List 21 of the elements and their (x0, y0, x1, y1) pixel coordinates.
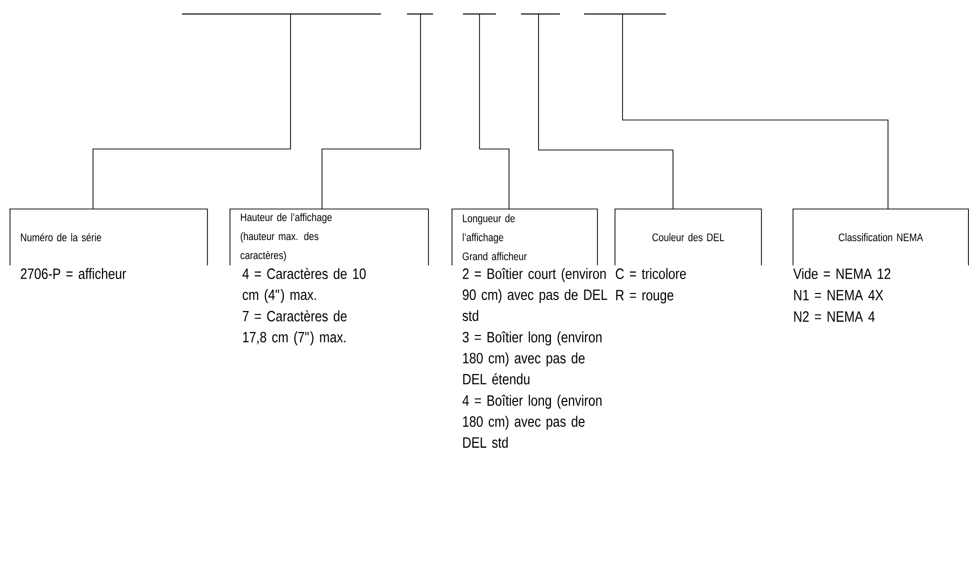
description-text: 3 = Boîtier long (environ 180 cm) avec pas de DEL étendu (462, 331, 602, 384)
description-text: R = rouge (616, 290, 674, 304)
category-box: Couleur des DEL (614, 208, 762, 266)
connector-line (538, 14, 674, 210)
description-text: N1 = NEMA 4X (794, 290, 884, 300)
description-text: 7 = Caractères de 17,8 cm (7") max. (242, 310, 347, 346)
connector-line (622, 14, 888, 210)
description-text: 2 = Boîtier court (environ 90 cm) avec pas de DEL std (462, 268, 608, 322)
category-box: Classification NEMA (792, 208, 969, 266)
category-box: Numéro de la série (10, 208, 208, 266)
category-box: Longueur de l’affichage Grand afficheur (452, 208, 598, 266)
description-text: 4 = Caractères de 10 cm (4") max. (242, 268, 366, 303)
connector-line (92, 14, 291, 210)
connector-line (322, 14, 421, 210)
connector-line (479, 14, 510, 210)
category-box: Hauteur de l’affichage (hauteur max. des caractères) (230, 208, 429, 266)
description-text: 2706-P = afficheur (20, 268, 126, 280)
description-text: N2 = NEMA 4 (794, 311, 875, 322)
description-text: C = tricolore (616, 268, 686, 280)
description-text: 4 = Boîtier long (environ 180 cm) avec pas de DEL std (462, 394, 602, 448)
description-text: Vide = NEMA 12 (793, 268, 890, 280)
